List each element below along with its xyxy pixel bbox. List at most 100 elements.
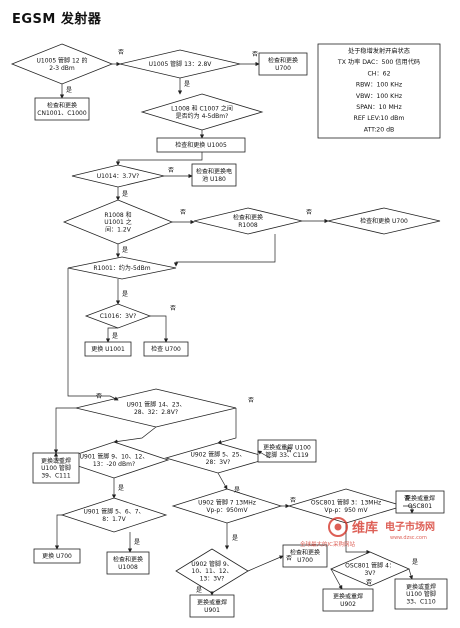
flow-connector (54, 514, 62, 550)
diagram-title: EGSM 发射器 (12, 12, 102, 27)
yes-label: 是 (412, 559, 418, 566)
analyzer-setting-line: CH：62 (367, 70, 390, 77)
d-c1016-decision: C1016：3V? (84, 303, 152, 329)
flow-connector (67, 268, 119, 401)
yes-label: 是 (118, 485, 124, 492)
d-u901-pins-text: U901 管脚 14、23、28、32：2.8V? (127, 400, 186, 415)
flow-connector (115, 152, 203, 166)
d-r1001-decision: R1001：约为-5dBm (67, 256, 177, 280)
decision-diamond (327, 207, 441, 235)
yes-label: 是 (234, 487, 240, 494)
yes-label: 是 (122, 247, 128, 254)
yes-label: 是 (184, 81, 190, 88)
analyzer-setting-line: ATT:20 dB (364, 126, 395, 133)
no-label: 否 (290, 497, 296, 504)
yes-label: 是 (122, 191, 128, 198)
analyzer-setting-line: REF LEV:10 dBm (354, 115, 405, 122)
process-box (394, 578, 448, 610)
d-r1001-text: R1001：约为-5dBm (93, 264, 150, 272)
flow-connector (257, 450, 271, 459)
no-label: 否 (404, 495, 410, 502)
d-u902-9-text: U902 管脚 9、10、11、12、13：3V? (191, 560, 232, 583)
decision-diamond (193, 207, 303, 235)
decision-diamond (67, 256, 177, 280)
process-box (322, 588, 374, 612)
no-label: 否 (118, 49, 124, 56)
d-check-u700-decision: 检查和更换 U700 (327, 207, 441, 235)
process-box (395, 490, 445, 514)
no-label: 否 (252, 51, 258, 58)
decision-diamond (60, 497, 168, 533)
d-c1016-text: C1016：3V? (100, 313, 137, 320)
no-label: 否 (170, 305, 176, 312)
analyzer-setting-line: RBW：100 KHz (356, 82, 402, 89)
b-check-u1005-text: 检查和更换 U1005 (175, 141, 227, 149)
no-label: 否 (286, 447, 292, 454)
d-check-u700-text: 检查和更换 U700 (360, 217, 408, 225)
watermark-brand: 维库 (352, 520, 378, 536)
flow-connector (217, 408, 237, 445)
d-u901-5-decision: U901 管脚 5、6、7、8：1.7V (60, 497, 168, 533)
d-l1008-decision: L1008 和 C1007 之间是否约为 4-5dBm? (140, 93, 264, 131)
d-u901-9-text: U901 管脚 9、10、12、13：-20 dBm? (80, 452, 149, 467)
flow-connector (150, 315, 169, 343)
flow-connector (173, 234, 276, 267)
yes-label: 是 (134, 539, 140, 546)
flow-connector (247, 555, 284, 572)
no-label: 否 (366, 579, 372, 586)
flow-connector (408, 568, 414, 580)
d-u1014-text: U1014：3.7V? (97, 173, 140, 180)
yes-label: 是 (66, 87, 72, 94)
d-u1014-decision: U1014：3.7V? (71, 164, 165, 188)
flow-connector (403, 505, 415, 514)
decision-diamond (329, 551, 411, 587)
flow-connector (217, 472, 228, 490)
analyzer-setting-line: 处于稳增发射开启状态 (348, 47, 410, 55)
no-label: 否 (286, 555, 292, 562)
yes-label: 是 (196, 587, 202, 594)
b-check-u700-2-box: 检查 U700 (143, 341, 189, 357)
d-osc801-4-text: OSC801 管脚 4：3V? (345, 561, 395, 576)
d-l1008-text: L1008 和 C1007 之间是否约为 4-5dBm? (171, 104, 233, 119)
d-u1005-pin13-decision: U1005 管脚 13：2.8V (119, 49, 241, 79)
b-replace-u1001-box: 更换 U1001 (84, 341, 132, 357)
d-osc801-4-decision: OSC801 管脚 4：3V? (329, 551, 411, 587)
b-check-u700-2-text: 检查 U700 (151, 345, 181, 353)
no-label: 否 (96, 393, 102, 400)
watermark-logo-icon (328, 517, 348, 537)
watermark-slogan: 全球最大的IC采购网站 (300, 540, 355, 548)
yes-label: 是 (232, 535, 238, 542)
flow-connector (113, 426, 157, 444)
b-check-u1005-box: 检查和更换 U1005 (156, 137, 246, 153)
watermark-url: www.dzsc.com (390, 535, 427, 541)
no-label: 否 (306, 209, 312, 216)
yes-label: 是 (122, 291, 128, 298)
d-u902-9-decision: U902 管脚 9、10、11、12、13：3V? (175, 548, 249, 594)
b-replace-u1001-text: 更换 U1001 (91, 345, 125, 353)
b-check-u180-text: 检查和更换电池 U180 (196, 167, 232, 182)
d-u1005-pin13-text: U1005 管脚 13：2.8V (149, 60, 213, 68)
